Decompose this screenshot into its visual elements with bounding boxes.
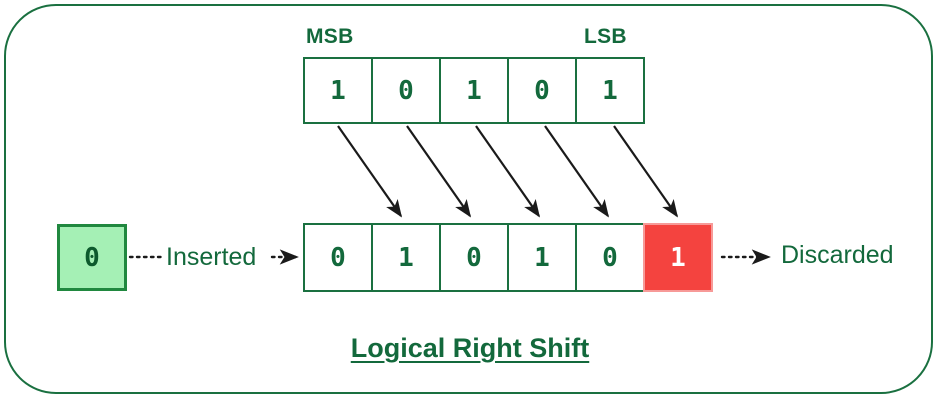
inserted-bit-box: 0 — [57, 224, 127, 291]
source-bit-cell: 1 — [439, 57, 509, 124]
source-bit-cell: 0 — [507, 57, 577, 124]
discarded-label: Discarded — [781, 241, 894, 269]
inserted-label: Inserted — [166, 243, 257, 271]
result-bit-cell: 0 — [575, 223, 645, 292]
result-bit-cell: 1 — [507, 223, 577, 292]
result-bit-cell: 1 — [371, 223, 441, 292]
source-bit-cell: 1 — [575, 57, 645, 124]
source-register-row: 1 0 1 0 1 — [303, 57, 645, 124]
result-register-row: 0 1 0 1 0 1 — [303, 223, 713, 292]
source-bit-cell: 1 — [303, 57, 373, 124]
diagram-title: Logical Right Shift — [350, 333, 590, 363]
discarded-bit-cell: 1 — [643, 223, 713, 292]
msb-label: MSB — [306, 25, 354, 48]
source-bit-cell: 0 — [371, 57, 441, 124]
result-bit-cell: 0 — [303, 223, 373, 292]
lsb-label: LSB — [584, 25, 627, 48]
result-bit-cell: 0 — [439, 223, 509, 292]
